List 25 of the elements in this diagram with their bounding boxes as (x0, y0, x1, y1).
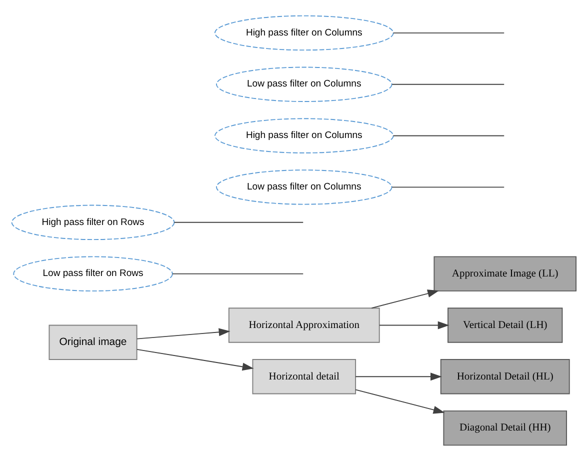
node-ellipse: Low pass filter on Columns (216, 169, 392, 204)
node-box: Horizontal Approximation (228, 307, 380, 342)
node-box: Diagonal Detail (HH) (443, 410, 567, 446)
arrow (136, 328, 230, 339)
node-ellipse: High pass filter on Rows (11, 204, 175, 240)
arrow (355, 372, 442, 380)
connector (174, 221, 304, 222)
node-ellipse: Low pass filter on Columns (216, 66, 392, 102)
connector (392, 134, 505, 136)
connector (392, 186, 505, 188)
connector (392, 83, 505, 84)
arrow (371, 289, 440, 308)
node-ellipse: High pass filter on Columns (214, 118, 394, 153)
connector (172, 272, 304, 274)
arrow (136, 348, 254, 370)
node-box: Vertical Detail (LH) (448, 307, 563, 342)
node-box: Original image (48, 324, 138, 360)
node-ellipse: Low pass filter on Rows (13, 256, 173, 291)
node-box: Horizontal Detail (HL) (440, 358, 570, 394)
node-box: Horizontal detail (252, 358, 356, 394)
connector (392, 32, 505, 33)
node-ellipse: High pass filter on Columns (214, 14, 394, 50)
arrow (355, 388, 445, 414)
node-box: Approximate Image (LL) (434, 256, 576, 291)
arrow (379, 320, 450, 329)
